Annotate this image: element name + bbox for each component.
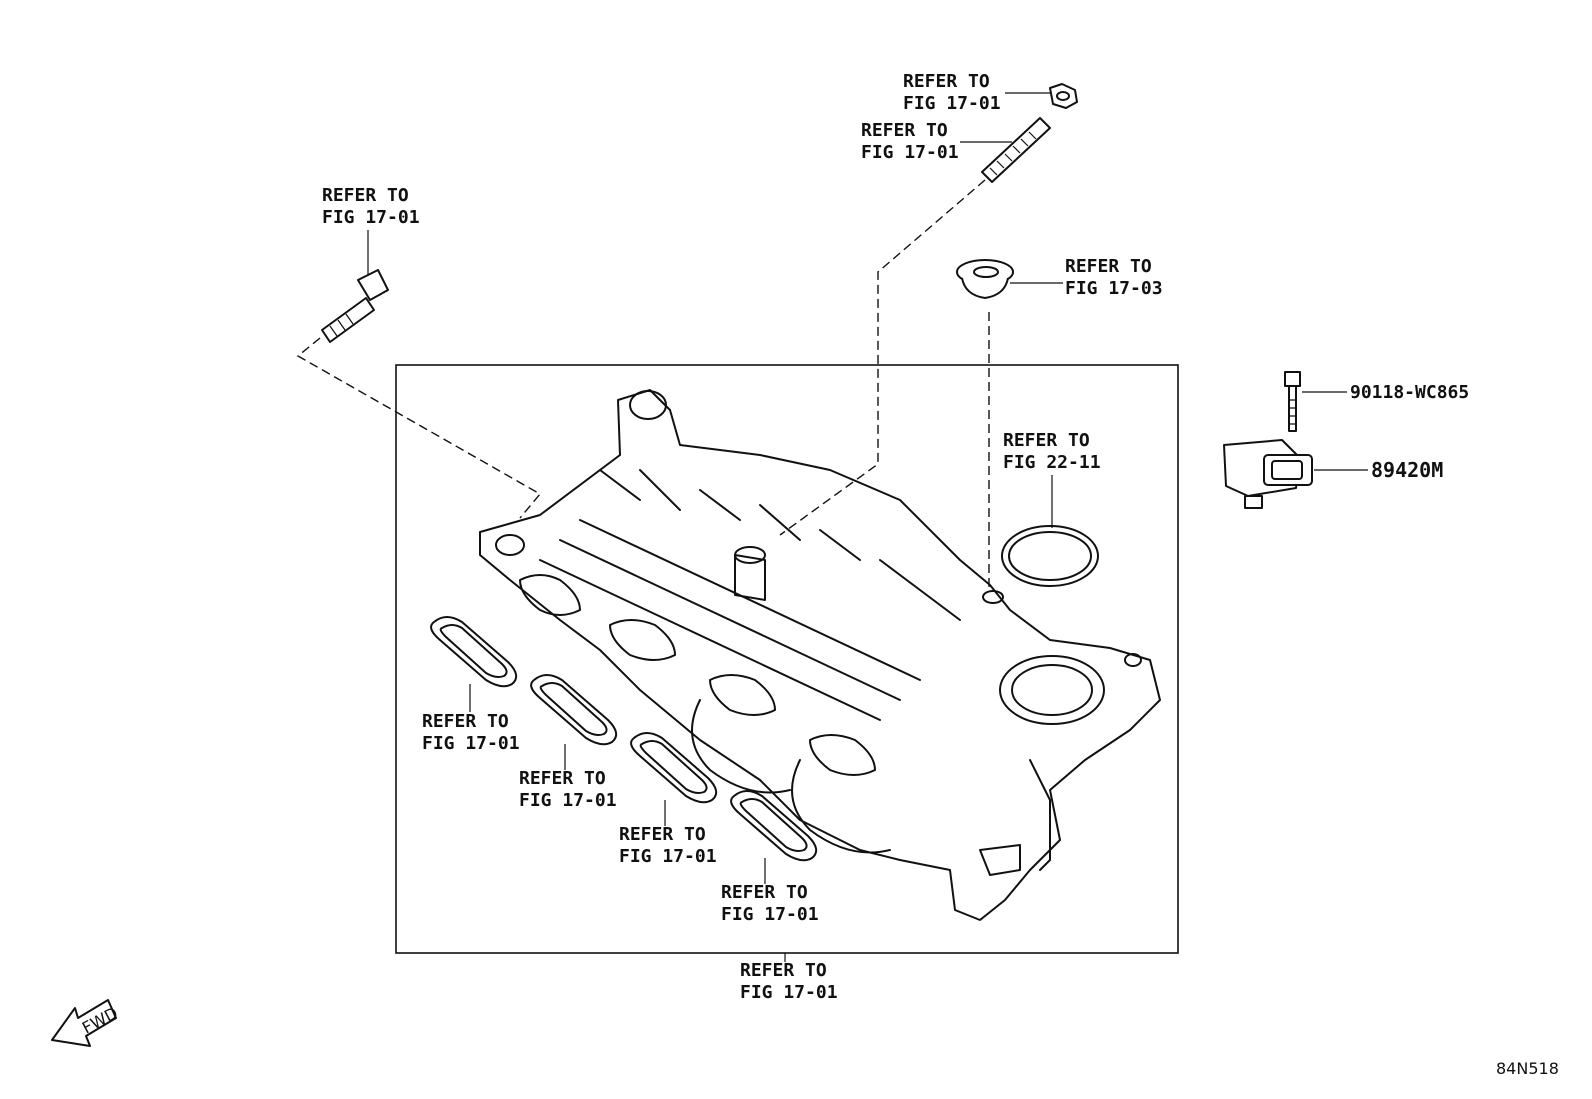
dashed-leader-stud: [779, 179, 986, 536]
callout-gasket-1-line2: FIG 17-01: [422, 733, 520, 754]
callout-top-stud-line2: FIG 17-01: [861, 142, 959, 163]
port-gasket-2: [530, 674, 618, 746]
callout-gasket-4[interactable]: REFER TO FIG 17-01: [721, 858, 819, 925]
callout-gasket-2-line2: FIG 17-01: [519, 790, 617, 811]
nut-part: [1049, 83, 1078, 109]
callout-left-bolt[interactable]: REFER TO FIG 17-01: [322, 185, 420, 278]
dashed-leader-left-bolt: [296, 337, 542, 519]
callout-grommet-line2: FIG 17-03: [1065, 278, 1163, 299]
callout-gasket-3-line1: REFER TO: [619, 824, 706, 845]
callout-gasket-4-line2: FIG 17-01: [721, 904, 819, 925]
callout-gasket-3-line2: FIG 17-01: [619, 846, 717, 867]
callout-manifold-line2: FIG 17-01: [740, 982, 838, 1003]
ring-gasket-part: [1001, 525, 1099, 587]
callout-gasket-ring[interactable]: REFER TO FIG 22-11: [1003, 430, 1101, 528]
callout-grommet-line1: REFER TO: [1065, 256, 1152, 277]
callout-gasket-1[interactable]: REFER TO FIG 17-01: [422, 684, 520, 754]
callout-manifold-line1: REFER TO: [740, 960, 827, 981]
callout-manifold[interactable]: REFER TO FIG 17-01: [740, 953, 838, 1003]
sensor-part-number: 89420M: [1371, 458, 1443, 482]
callout-top-nut-line1: REFER TO: [903, 71, 990, 92]
callout-top-stud-line1: REFER TO: [861, 120, 948, 141]
callout-top-nut-line2: FIG 17-01: [903, 93, 1001, 114]
callout-gasket-1-line1: REFER TO: [422, 711, 509, 732]
callout-top-nut[interactable]: REFER TO FIG 17-01: [903, 71, 1055, 114]
callout-sensor-bolt[interactable]: 90118-WC865: [1302, 382, 1469, 403]
sensor-bolt-part-number: 90118-WC865: [1350, 382, 1469, 403]
callout-gasket-2-line1: REFER TO: [519, 768, 606, 789]
stud-part: [981, 117, 1051, 183]
callout-gasket-ring-line2: FIG 22-11: [1003, 452, 1101, 473]
sensor-bolt-part: [1284, 371, 1301, 432]
sensor-part: [1223, 439, 1313, 509]
callout-top-stud[interactable]: REFER TO FIG 17-01: [861, 120, 1012, 163]
intake-manifold-part: [479, 389, 1161, 921]
callout-sensor[interactable]: 89420M: [1314, 458, 1443, 482]
grommet-part: [956, 259, 1014, 299]
port-gasket-4: [730, 790, 818, 862]
assembly-box: [395, 364, 1179, 954]
callout-gasket-3[interactable]: REFER TO FIG 17-01: [619, 800, 717, 867]
callout-left-bolt-line2: FIG 17-01: [322, 207, 420, 228]
drawing-id: 84N518: [1496, 1059, 1559, 1078]
fwd-arrow-icon: FWD: [51, 999, 121, 1047]
bolt-part: [321, 269, 389, 343]
port-gasket-1: [430, 616, 518, 688]
port-gasket-3: [630, 732, 718, 804]
callout-gasket-ring-line1: REFER TO: [1003, 430, 1090, 451]
callout-gasket-2[interactable]: REFER TO FIG 17-01: [519, 744, 617, 811]
callout-left-bolt-line1: REFER TO: [322, 185, 409, 206]
callout-grommet[interactable]: REFER TO FIG 17-03: [1010, 256, 1163, 299]
callout-gasket-4-line1: REFER TO: [721, 882, 808, 903]
